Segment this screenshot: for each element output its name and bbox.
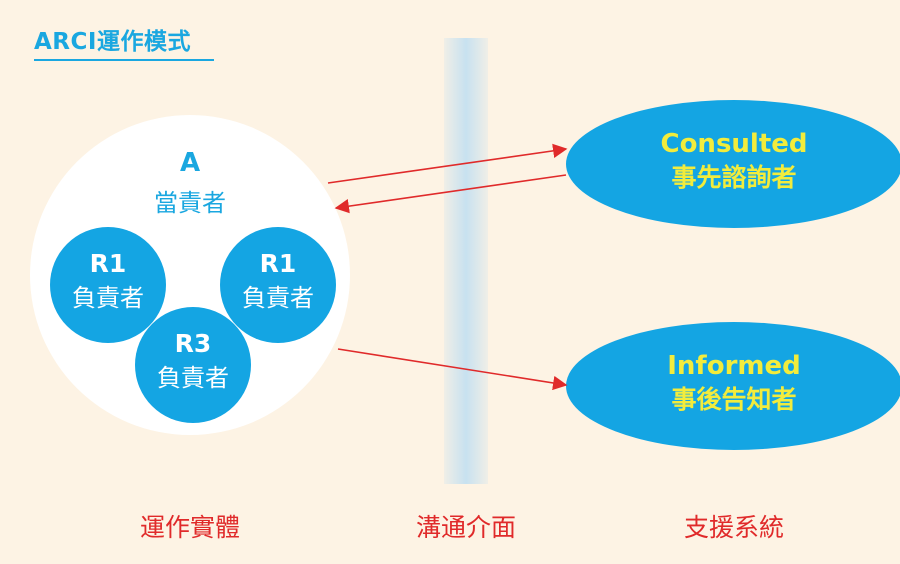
- consulted-label-zh: 事先諮詢者: [671, 163, 797, 192]
- label-communication-interface: 溝通介面: [415, 513, 516, 542]
- arrow-from-consulted: [334, 174, 567, 214]
- responsible-code: R1: [259, 249, 297, 278]
- operating-entity-circle: A 當責者 R1 負責者 R1 負責者 R3 負責者: [30, 115, 350, 435]
- arrow-to-informed: [337, 348, 568, 391]
- diagram-title: ARCI運作模式: [34, 29, 191, 55]
- responsible-circle-1: R1 負責者: [50, 227, 166, 343]
- label-support-system: 支援系統: [683, 513, 784, 542]
- responsible-circle-3: R3 負責者: [135, 307, 251, 423]
- consulted-label-en: Consulted: [660, 129, 808, 159]
- arrow-to-consulted: [327, 143, 568, 184]
- informed-label-zh: 事後告知者: [671, 385, 797, 414]
- title-underline: [34, 59, 214, 61]
- responsible-role: 負責者: [72, 284, 144, 312]
- informed-label-en: Informed: [667, 351, 801, 381]
- responsible-role: 負責者: [242, 284, 314, 312]
- informed-ellipse: Informed 事後告知者: [566, 322, 900, 450]
- responsible-code: R3: [174, 329, 212, 358]
- label-operating-entity: 運作實體: [139, 513, 240, 542]
- consulted-ellipse: Consulted 事先諮詢者: [566, 100, 900, 228]
- accountable-role: 當責者: [154, 189, 226, 217]
- accountable-code: A: [179, 148, 201, 178]
- responsible-code: R1: [89, 249, 127, 278]
- responsible-circle-2: R1 負責者: [220, 227, 336, 343]
- communication-interface-band: [444, 38, 488, 484]
- responsible-role: 負責者: [157, 364, 229, 392]
